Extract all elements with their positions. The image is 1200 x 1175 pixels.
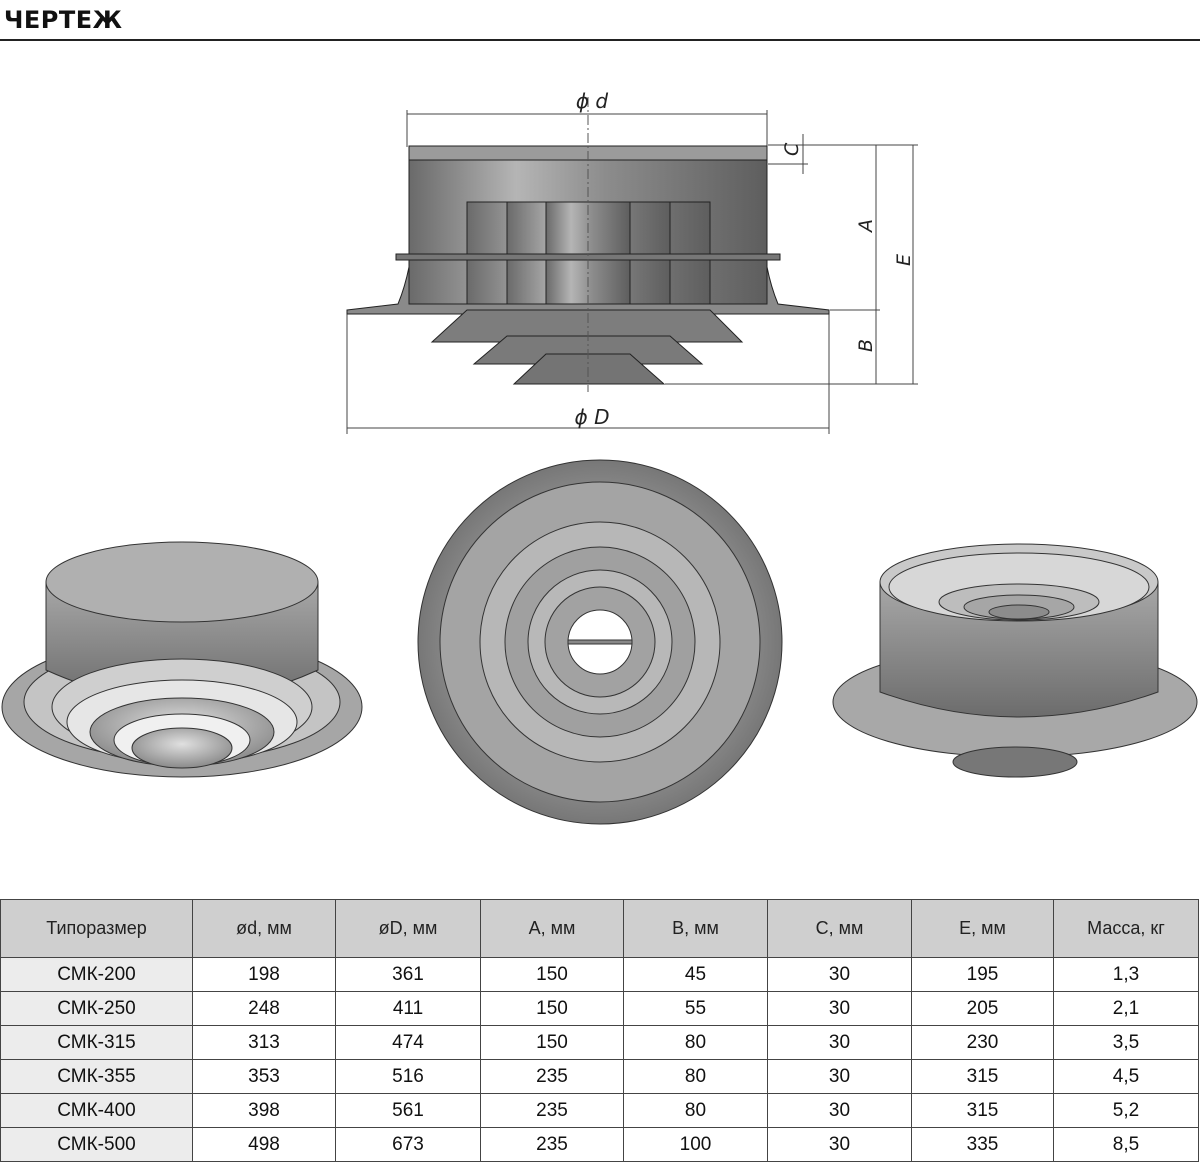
cell-size: СМК-500 (0, 1127, 193, 1162)
cell-size: СМК-200 (0, 957, 193, 992)
cell-d: 313 (192, 1025, 336, 1060)
cell-C: 30 (767, 1127, 912, 1162)
cell-A: 235 (480, 1059, 624, 1094)
cell-E: 205 (911, 991, 1054, 1026)
dim-label-E: E (893, 254, 915, 266)
cell-B: 45 (623, 957, 768, 992)
cell-size: СМК-355 (0, 1059, 193, 1094)
specifications-table: Типоразмер ød, мм øD, мм A, мм B, мм C, … (0, 899, 1199, 1162)
cell-mass: 3,5 (1053, 1025, 1199, 1060)
cell-D: 516 (335, 1059, 481, 1094)
page-header: ЧЕРТЕЖ (0, 0, 1200, 42)
dim-label-B: B (855, 339, 877, 352)
cell-d: 248 (192, 991, 336, 1026)
cell-mass: 2,1 (1053, 991, 1199, 1026)
bottom-view (417, 459, 783, 825)
cell-D: 474 (335, 1025, 481, 1060)
cell-mass: 1,3 (1053, 957, 1199, 992)
technical-drawing: ϕ d ϕ D C A B E (0, 42, 1200, 897)
page-title: ЧЕРТЕЖ (4, 6, 123, 34)
cell-d: 353 (192, 1059, 336, 1094)
cell-D: 411 (335, 991, 481, 1026)
col-header-E: E, мм (911, 899, 1054, 958)
cell-B: 80 (623, 1025, 768, 1060)
cell-B: 100 (623, 1127, 768, 1162)
cell-size: СМК-400 (0, 1093, 193, 1128)
cell-C: 30 (767, 991, 912, 1026)
dim-label-A: A (855, 219, 877, 234)
cell-D: 673 (335, 1127, 481, 1162)
cell-E: 315 (911, 1059, 1054, 1094)
col-header-C: C, мм (767, 899, 912, 958)
cell-D: 361 (335, 957, 481, 992)
table-row: СМК-500 498 673 235 100 30 335 8,5 (0, 1127, 1199, 1162)
cell-C: 30 (767, 1059, 912, 1094)
cell-mass: 8,5 (1053, 1127, 1199, 1162)
dim-label-D: ϕ D (575, 405, 610, 429)
table-row: СМК-315 313 474 150 80 30 230 3,5 (0, 1025, 1199, 1060)
table-row: СМК-250 248 411 150 55 30 205 2,1 (0, 991, 1199, 1026)
cell-E: 335 (911, 1127, 1054, 1162)
col-header-size: Типоразмер (0, 899, 193, 958)
cell-E: 315 (911, 1093, 1054, 1128)
table-header-row: Типоразмер ød, мм øD, мм A, мм B, мм C, … (0, 899, 1199, 958)
cell-C: 30 (767, 1025, 912, 1060)
front-view (346, 97, 918, 434)
header-divider (0, 39, 1200, 41)
cell-C: 30 (767, 1093, 912, 1128)
cell-mass: 5,2 (1053, 1093, 1199, 1128)
cell-B: 80 (623, 1093, 768, 1128)
cell-size: СМК-250 (0, 991, 193, 1026)
cell-A: 235 (480, 1127, 624, 1162)
cell-size: СМК-315 (0, 1025, 193, 1060)
table-row: СМК-400 398 561 235 80 30 315 5,2 (0, 1093, 1199, 1128)
cell-d: 498 (192, 1127, 336, 1162)
cell-B: 55 (623, 991, 768, 1026)
col-header-d: ød, мм (192, 899, 336, 958)
col-header-B: B, мм (623, 899, 768, 958)
cell-A: 150 (480, 991, 624, 1026)
cell-mass: 4,5 (1053, 1059, 1199, 1094)
isometric-view-top (832, 543, 1198, 778)
col-header-mass: Масса, кг (1053, 899, 1199, 958)
col-header-A: A, мм (480, 899, 624, 958)
table-row: СМК-355 353 516 235 80 30 315 4,5 (0, 1059, 1199, 1094)
dim-label-C: C (781, 142, 803, 156)
table-row: СМК-200 198 361 150 45 30 195 1,3 (0, 957, 1199, 992)
dim-label-d: ϕ d (576, 89, 609, 113)
isometric-view-bottom (1, 541, 363, 778)
cell-D: 561 (335, 1093, 481, 1128)
cell-A: 235 (480, 1093, 624, 1128)
cell-E: 195 (911, 957, 1054, 992)
cell-E: 230 (911, 1025, 1054, 1060)
drawing-canvas: ϕ d ϕ D C A B E (1, 89, 1198, 825)
cell-C: 30 (767, 957, 912, 992)
cell-A: 150 (480, 957, 624, 992)
cell-B: 80 (623, 1059, 768, 1094)
cell-A: 150 (480, 1025, 624, 1060)
cell-d: 398 (192, 1093, 336, 1128)
col-header-D: øD, мм (335, 899, 481, 958)
cell-d: 198 (192, 957, 336, 992)
